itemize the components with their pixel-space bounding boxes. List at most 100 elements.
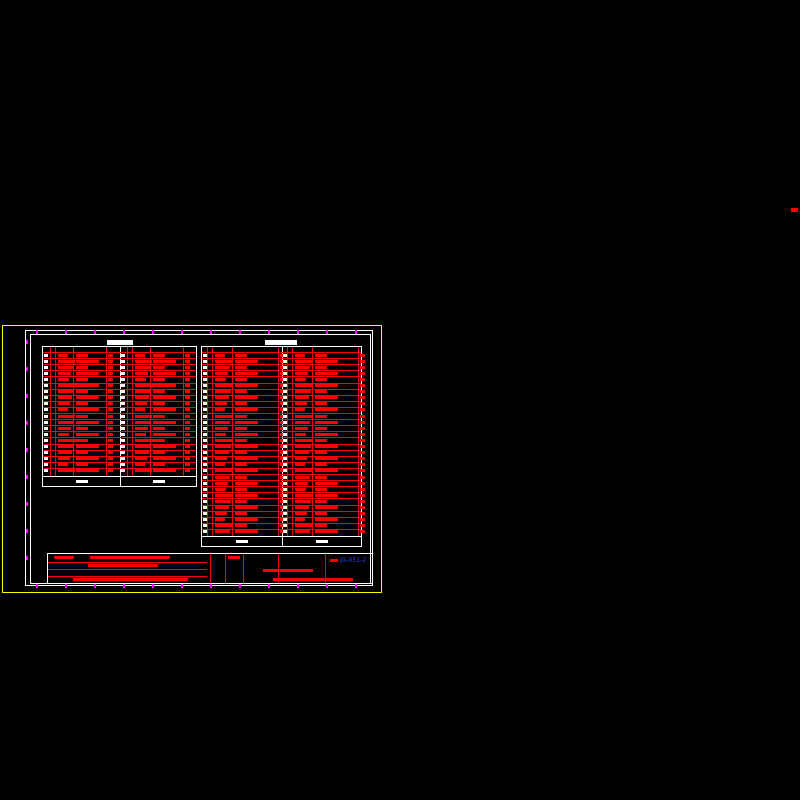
row-code — [295, 402, 307, 406]
row-size — [185, 384, 190, 387]
row-size — [360, 420, 365, 424]
row-size — [185, 402, 190, 406]
grid-mark — [326, 584, 328, 588]
row-size — [280, 390, 285, 394]
row-name — [315, 371, 338, 375]
row-code — [295, 438, 313, 442]
row-number — [121, 371, 125, 375]
row-number — [283, 432, 287, 436]
grid-mark — [210, 330, 212, 334]
row-number — [283, 530, 287, 534]
grid-mark — [355, 330, 357, 334]
grid-mark — [94, 330, 96, 334]
stray-entity-marker — [791, 208, 798, 212]
title-block-divider — [243, 554, 244, 583]
table-row — [202, 443, 361, 445]
row-name — [153, 432, 176, 436]
row-size — [108, 371, 113, 375]
table-row — [43, 443, 196, 445]
row-size — [360, 457, 365, 461]
row-size — [360, 414, 365, 418]
row-name — [315, 499, 327, 503]
row-name — [315, 518, 338, 522]
row-number — [203, 426, 207, 430]
row-size — [280, 506, 285, 509]
grid-mark — [36, 330, 38, 334]
row-code — [295, 499, 311, 503]
row-number — [121, 353, 125, 357]
column-line — [212, 347, 213, 536]
footer-label — [75, 480, 88, 483]
row-name — [235, 445, 258, 448]
column-line — [292, 347, 293, 536]
column-line — [287, 347, 288, 536]
row-number — [203, 353, 207, 357]
row-name — [235, 359, 258, 363]
row-code — [135, 371, 148, 375]
row-name — [153, 359, 176, 363]
row-size — [280, 475, 285, 479]
table-row — [202, 486, 361, 488]
row-code — [295, 353, 305, 357]
table-row — [202, 437, 361, 439]
row-code — [215, 390, 231, 394]
row-number — [121, 408, 125, 412]
row-name — [153, 457, 176, 461]
table-row — [202, 431, 361, 433]
row-code — [215, 518, 225, 522]
row-size — [360, 512, 365, 516]
row-code — [215, 451, 229, 455]
row-name — [315, 408, 338, 412]
column-line — [150, 347, 151, 476]
table-row — [43, 370, 196, 372]
row-name — [76, 438, 88, 442]
row-code — [58, 408, 68, 412]
row-code — [295, 512, 307, 516]
grid-mark — [26, 556, 28, 560]
row-code — [295, 365, 310, 369]
row-size — [108, 402, 113, 406]
row-code — [215, 506, 229, 509]
table-row — [202, 522, 361, 524]
row-size — [108, 420, 113, 424]
row-number — [283, 469, 287, 473]
row-number — [121, 438, 125, 442]
title-block-text — [54, 556, 74, 559]
grid-mark — [123, 584, 125, 588]
grid-mark — [239, 330, 241, 334]
row-size — [280, 365, 285, 369]
row-number — [121, 359, 125, 363]
row-name — [315, 481, 338, 485]
row-name — [235, 390, 247, 394]
row-size — [360, 487, 365, 491]
row-code — [58, 390, 74, 394]
row-code — [295, 377, 306, 381]
row-size — [280, 481, 285, 485]
table-row — [202, 406, 361, 408]
row-code — [295, 371, 308, 375]
row-code — [135, 359, 152, 363]
grid-mark — [210, 584, 212, 588]
table-row — [202, 358, 361, 360]
row-size — [360, 390, 365, 394]
table-row — [202, 376, 361, 378]
row-name — [235, 506, 258, 509]
row-number — [203, 420, 207, 424]
row-name — [315, 457, 338, 461]
row-name — [153, 451, 165, 455]
row-size — [108, 451, 113, 455]
row-size — [280, 384, 285, 387]
row-number — [121, 377, 125, 381]
row-size — [280, 518, 285, 522]
row-name — [76, 414, 88, 418]
row-size — [185, 365, 190, 369]
row-number — [203, 463, 207, 467]
row-name — [153, 426, 165, 430]
row-name — [76, 384, 99, 387]
row-number — [203, 390, 207, 394]
row-name — [315, 451, 327, 455]
row-name — [235, 414, 247, 418]
row-name — [76, 390, 88, 394]
row-size — [185, 469, 190, 473]
row-number — [44, 426, 48, 430]
